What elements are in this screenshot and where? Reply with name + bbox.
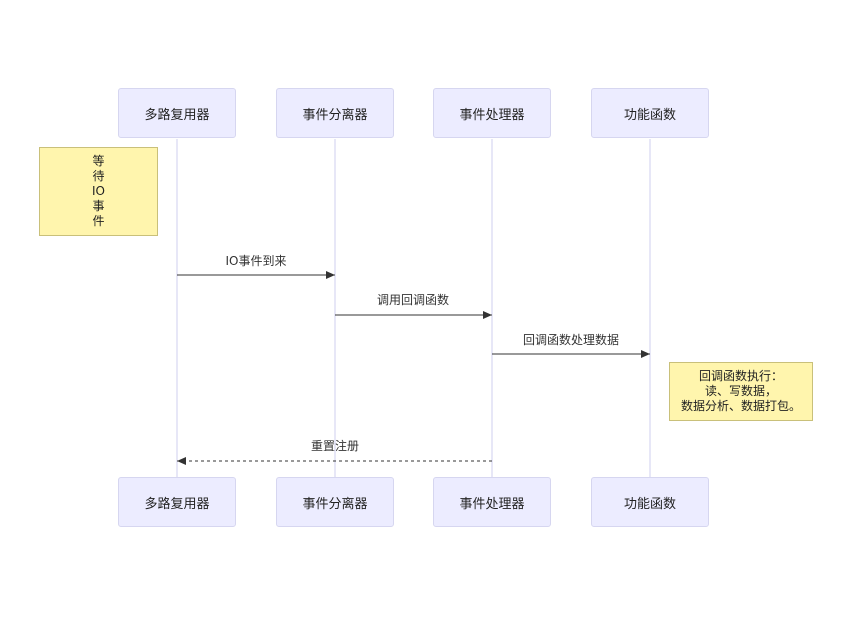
note-wait-line: 件 [92,214,105,228]
message-label-call-callback: 调用回调函数 [376,293,450,307]
actor-top-multiplexer: 多路复用器 [118,88,236,138]
actor-bottom-handler: 事件处理器 [433,477,551,527]
message-label-process-data: 回调函数处理数据 [522,333,620,347]
note-wait-line: IO [92,184,105,198]
actor-bottom-multiplexer: 多路复用器 [118,477,236,527]
note-callback-line: 回调函数执行： [698,369,783,383]
message-label-reset-registration: 重置注册 [310,439,360,453]
note-callback-line: 数据分析、数据打包。 [680,399,801,413]
message-label-io-event: IO事件到来 [225,254,287,268]
actor-top-function: 功能函数 [591,88,709,138]
note-wait-line: 待 [92,169,105,183]
note-wait-line: 事 [92,199,105,213]
note-callback-execution: 回调函数执行： 读、写数据， 数据分析、数据打包。 [669,362,813,421]
actor-bottom-function: 功能函数 [591,477,709,527]
actor-top-demultiplexer: 事件分离器 [276,88,394,138]
actor-bottom-demultiplexer: 事件分离器 [276,477,394,527]
note-wait-io-event: 等 待 IO 事 件 [39,147,158,236]
note-wait-line: 等 [92,154,105,168]
note-callback-line: 读、写数据， [704,384,777,398]
actor-top-handler: 事件处理器 [433,88,551,138]
